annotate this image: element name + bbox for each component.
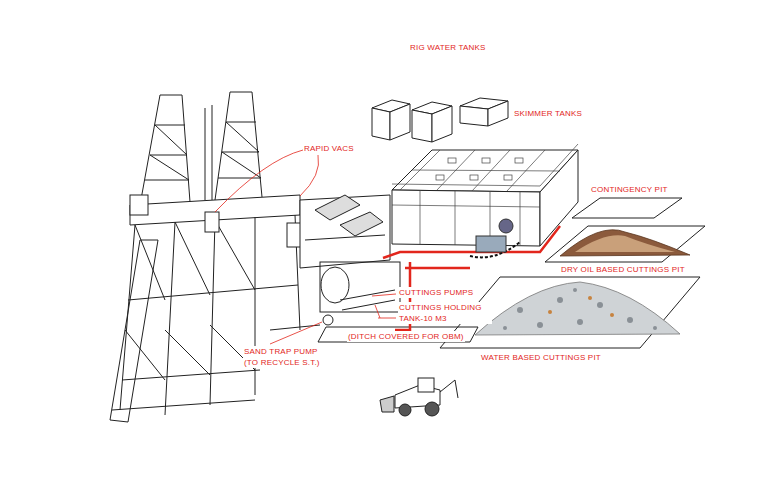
pit-label: DRY OIL BASED CUTTINGS PIT — [560, 264, 686, 275]
pit-label: CONTINGENCY PIT — [590, 184, 669, 195]
tank-label: SKIMMER TANKS — [513, 108, 583, 119]
tank-label: RIG WATER TANKS — [409, 42, 487, 53]
ditch-label: (DITCH COVERED FOR OBM) — [347, 331, 465, 342]
pit-label: WATER BASED CUTTINGS PIT — [480, 352, 602, 363]
equipment-label: CUTTINGS HOLDING TANK-10 M3 — [398, 302, 492, 324]
pump-label: SAND TRAP PUMP (TO RECYCLE S.T.) — [243, 346, 327, 368]
equipment-label: CUTTINGS PUMPS — [398, 287, 474, 298]
equipment-label: RAPID VACS — [303, 143, 355, 154]
